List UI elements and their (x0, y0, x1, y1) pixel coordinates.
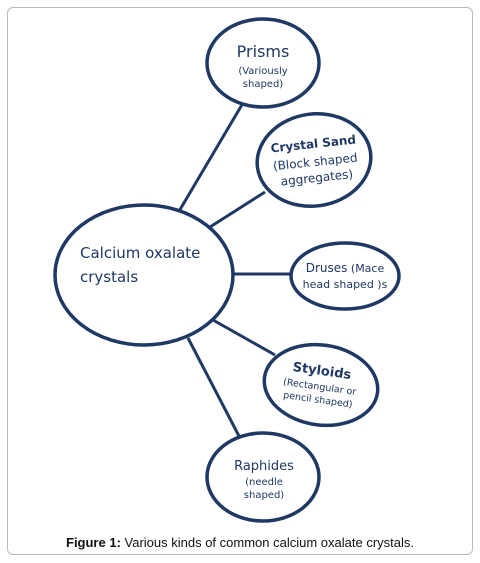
connector-crystal-sand (209, 190, 266, 229)
node-druses-title: Druses (306, 261, 348, 275)
node-crystal-sand-shape (255, 112, 373, 208)
node-druses-title-line: Druses (Mace (306, 261, 385, 275)
node-druses: Druses (Mace head shaped )s (289, 241, 401, 311)
node-prisms-shape (205, 17, 321, 109)
node-prisms: Prisms (Variously shaped) (205, 17, 321, 109)
figure-caption-label: Figure 1: (66, 535, 121, 550)
center-node-shape (53, 203, 235, 347)
node-druses-title-suffix: (Mace (347, 262, 384, 275)
node-raphides-sub2: shaped) (244, 490, 285, 501)
center-node-label-line1: Calcium oxalate (80, 244, 200, 262)
node-raphides-title: Raphides (234, 459, 294, 474)
node-raphides: Raphides (needle shaped) (205, 431, 321, 523)
node-styloids: Styloids (Rectangular or pencil shaped) (262, 342, 380, 428)
center-node-label-line2: crystals (80, 268, 138, 286)
figure-caption: Figure 1: Various kinds of common calciu… (0, 535, 480, 550)
node-druses-sub1: head shaped )s (303, 278, 388, 291)
node-prisms-title: Prisms (237, 42, 290, 61)
connector-raphides (186, 337, 242, 439)
node-crystal-sand: Crystal Sand (Block shaped aggregates) (255, 112, 373, 208)
node-raphides-sub1: (needle (245, 477, 283, 488)
connector-prisms (176, 102, 245, 214)
connector-styloids (212, 318, 276, 357)
node-raphides-shape (205, 431, 321, 523)
node-druses-shape (289, 241, 401, 311)
center-node: Calcium oxalate crystals (53, 203, 235, 347)
node-styloids-shape (262, 342, 380, 428)
node-prisms-sub2: shaped) (243, 79, 284, 90)
figure-caption-text: Various kinds of common calcium oxalate … (120, 535, 414, 550)
node-prisms-sub1: (Variously (238, 66, 287, 77)
connectors (176, 102, 292, 439)
